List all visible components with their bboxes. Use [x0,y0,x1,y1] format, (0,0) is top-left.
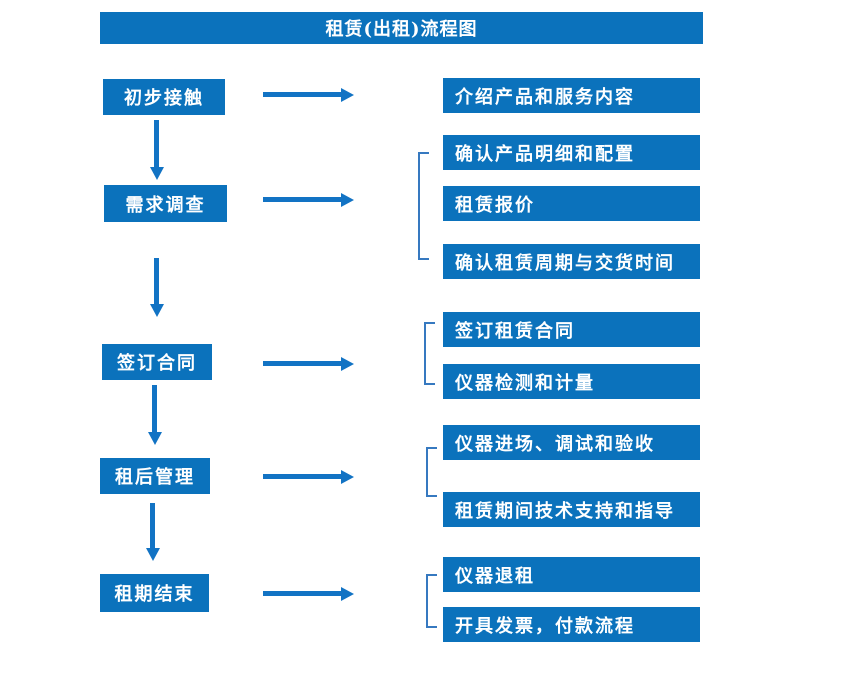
detail-box-intro-products: 介绍产品和服务内容 [443,78,700,113]
detail-label: 确认租赁周期与交货时间 [455,252,675,274]
detail-box-tech-support: 租赁期间技术支持和指导 [443,492,700,527]
step-box-initial-contact: 初步接触 [103,79,225,115]
detail-box-instrument-return: 仪器退租 [443,557,700,592]
right-arrow-icon [263,197,341,202]
group-bracket [426,447,437,497]
down-arrow-icon [150,503,155,548]
detail-label: 确认产品明细和配置 [455,143,635,165]
group-bracket [426,574,437,628]
detail-label: 租赁期间技术支持和指导 [455,500,675,522]
step-label: 租后管理 [115,467,195,488]
detail-box-instrument-setup-acceptance: 仪器进场、调试和验收 [443,425,700,460]
page-title: 租赁(出租)流程图 [325,19,478,40]
detail-box-rental-quote: 租赁报价 [443,186,700,221]
title-bar: 租赁(出租)流程图 [100,12,703,44]
detail-label: 租赁报价 [455,194,535,216]
detail-box-sign-rental-contract: 签订租赁合同 [443,312,700,347]
detail-label: 仪器退租 [455,565,535,587]
step-label: 签订合同 [117,353,197,374]
detail-label: 开具发票，付款流程 [455,615,635,637]
down-arrow-icon [154,120,159,167]
step-label: 初步接触 [124,88,204,109]
step-box-lease-end: 租期结束 [100,574,209,612]
step-label: 租期结束 [114,584,195,605]
step-box-sign-contract: 签订合同 [102,344,212,380]
detail-label: 签订租赁合同 [455,320,575,342]
detail-box-instrument-testing: 仪器检测和计量 [443,364,700,399]
detail-label: 仪器检测和计量 [455,372,595,394]
right-arrow-icon [263,474,341,479]
down-arrow-icon [154,258,159,304]
group-bracket [424,322,435,385]
right-arrow-icon [263,591,341,596]
right-arrow-icon [263,361,341,366]
step-label: 需求调查 [125,194,206,216]
step-box-post-rental-management: 租后管理 [100,458,210,494]
detail-box-confirm-details-config: 确认产品明细和配置 [443,135,700,170]
detail-box-confirm-period-delivery: 确认租赁周期与交货时间 [443,244,700,279]
right-arrow-icon [263,92,341,97]
step-box-demand-survey: 需求调查 [104,185,227,222]
down-arrow-icon [152,385,157,432]
detail-label: 介绍产品和服务内容 [455,86,635,108]
group-bracket [418,152,429,260]
detail-box-invoice-payment: 开具发票，付款流程 [443,607,700,642]
detail-label: 仪器进场、调试和验收 [455,433,655,455]
